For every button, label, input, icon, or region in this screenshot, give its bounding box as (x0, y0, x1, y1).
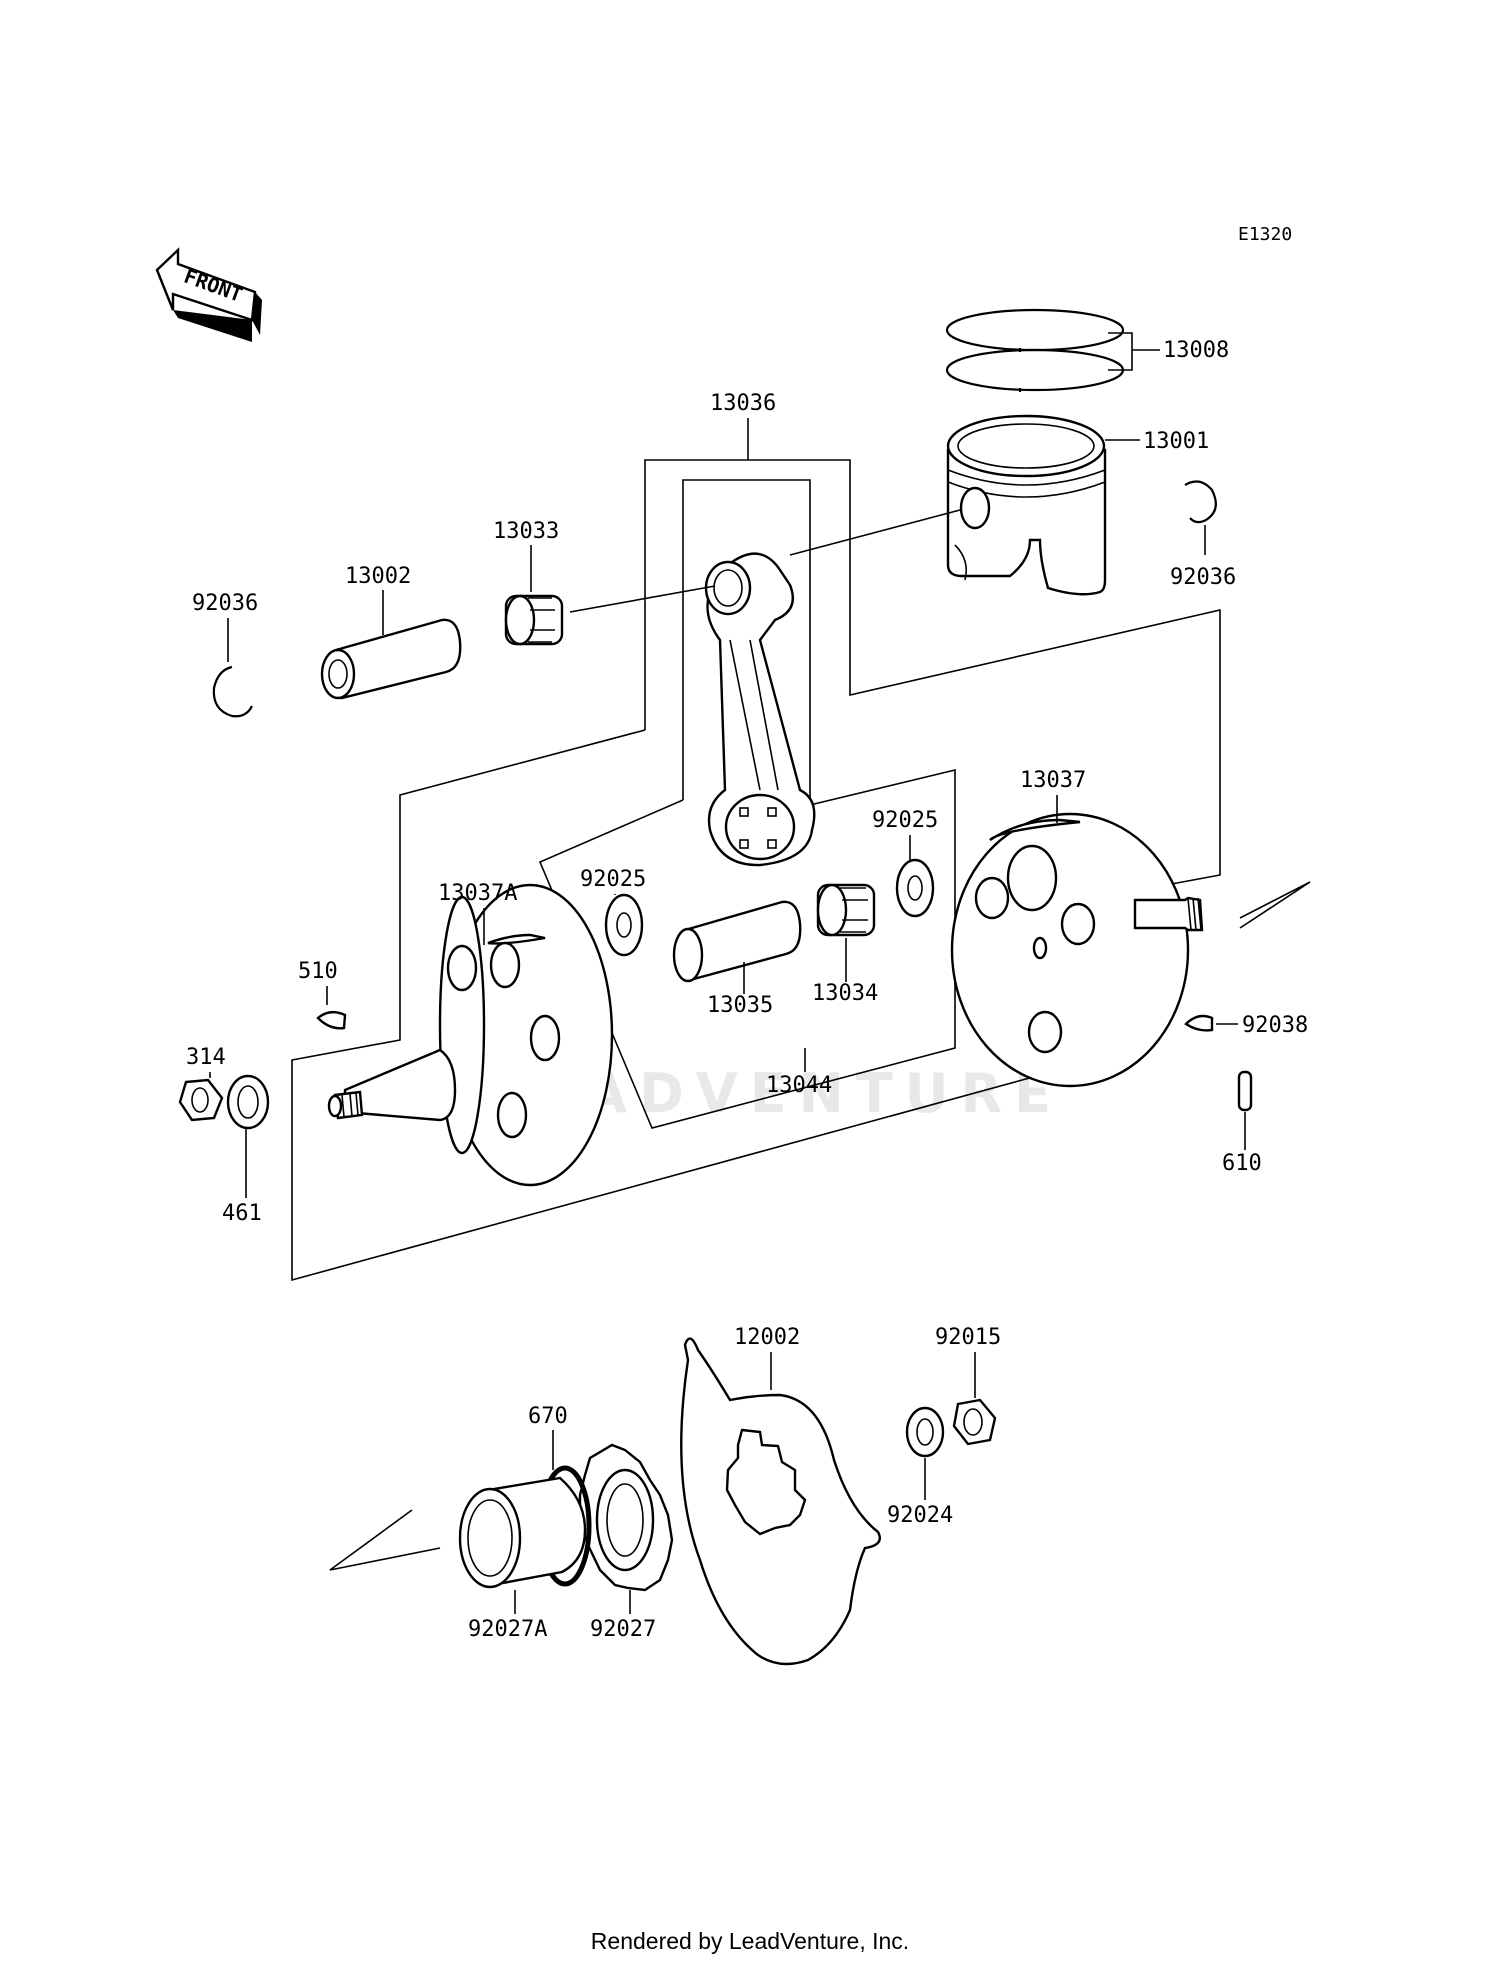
needle-bearing-small-end (504, 594, 564, 646)
label-92036-left: 92036 (192, 591, 258, 616)
thrust-washer-left (604, 893, 644, 957)
diagram-code: E1320 (1238, 224, 1292, 245)
label-670: 670 (528, 1404, 568, 1429)
label-13008: 13008 (1163, 338, 1229, 363)
label-12002: 12002 (734, 1325, 800, 1350)
crank-half-right (950, 812, 1204, 1088)
label-510: 510 (298, 959, 338, 984)
label-13033: 13033 (493, 519, 559, 544)
washer-92024 (905, 1406, 945, 1458)
nut-314 (178, 1078, 224, 1122)
spring-washer-461 (226, 1074, 270, 1130)
bearing-collar-92027A (458, 1476, 587, 1589)
label-92025-right: 92025 (872, 808, 938, 833)
label-461: 461 (222, 1201, 262, 1226)
woodruff-key-left (316, 1010, 347, 1030)
label-13002: 13002 (345, 564, 411, 589)
label-13037A: 13037A (438, 881, 517, 906)
label-92027A: 92027A (468, 1617, 547, 1642)
piston-rings (945, 308, 1125, 392)
label-92038: 92038 (1242, 1013, 1308, 1038)
circlip-left (212, 665, 253, 718)
label-92024: 92024 (887, 1503, 953, 1528)
woodruff-key-right (1184, 1014, 1214, 1032)
label-92025-left: 92025 (580, 867, 646, 892)
connecting-rod (704, 552, 816, 867)
nut-92015 (952, 1398, 997, 1446)
piston (946, 414, 1107, 596)
piston-pin (320, 618, 462, 700)
label-13036: 13036 (710, 391, 776, 416)
front-arrow-icon: FRONT (155, 247, 262, 342)
label-92036-right: 92036 (1170, 565, 1236, 590)
label-92027: 92027 (590, 1617, 656, 1642)
footer-credit: Rendered by LeadVenture, Inc. (590, 1928, 910, 1954)
label-13044: 13044 (766, 1073, 832, 1098)
rotary-valve-plate (680, 1337, 881, 1666)
splined-collar (578, 1443, 674, 1592)
dowel-pin-610 (1237, 1070, 1253, 1112)
crank-half-left (327, 883, 614, 1187)
label-13037: 13037 (1020, 768, 1086, 793)
label-610: 610 (1222, 1151, 1262, 1176)
thrust-washer-right (895, 858, 935, 918)
needle-bearing-big-end (816, 883, 876, 937)
label-13001: 13001 (1143, 429, 1209, 454)
label-314: 314 (186, 1045, 226, 1070)
crank-pin (672, 900, 802, 983)
circlip-right (1184, 480, 1217, 524)
label-92015: 92015 (935, 1325, 1001, 1350)
label-13035: 13035 (707, 993, 773, 1018)
label-13034: 13034 (812, 981, 878, 1006)
